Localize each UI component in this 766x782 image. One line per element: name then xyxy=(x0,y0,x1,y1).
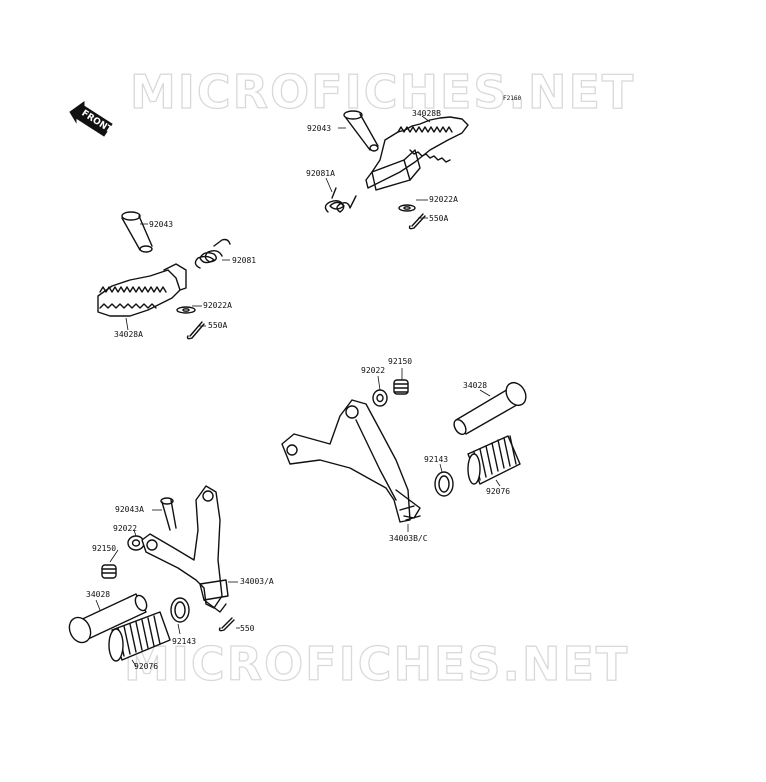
pin-92043a xyxy=(160,497,177,531)
label-34028b: 34028B xyxy=(412,109,441,118)
plug-92150-left xyxy=(101,564,117,579)
pin-92043-top xyxy=(343,110,379,152)
bracket-34003a-assembly xyxy=(68,485,240,667)
washer-92143-left xyxy=(170,597,190,623)
label-92150-left: 92150 xyxy=(92,544,116,553)
plug-92150-right xyxy=(393,379,409,395)
label-92081a: 92081A xyxy=(306,169,335,178)
label-92043-top: 92043 xyxy=(307,124,331,133)
label-92081: 92081 xyxy=(232,256,256,265)
label-92076-left: 92076 xyxy=(134,662,158,671)
label-92143-right: 92143 xyxy=(424,455,448,464)
label-34028a: 34028A xyxy=(114,330,143,339)
pin-92043-left xyxy=(121,211,153,253)
washer-92143-right xyxy=(434,471,454,497)
label-34028-left: 34028 xyxy=(86,590,110,599)
washer-92022a-left xyxy=(176,306,196,314)
spring-92081a xyxy=(324,187,357,213)
footpeg-rubber-34028-left xyxy=(68,593,148,644)
label-92022-right: 92022 xyxy=(361,366,385,375)
cotter-pin-550a-top xyxy=(408,213,426,230)
label-34028-right: 34028 xyxy=(463,381,487,390)
bracket-34003a xyxy=(141,485,229,613)
front-arrow-icon: FRONT xyxy=(69,101,114,137)
washer-92022-right xyxy=(372,389,388,407)
washer-92022-left xyxy=(127,535,145,551)
label-34003a: 34003/A xyxy=(240,577,274,586)
footpeg-34028b xyxy=(365,116,469,191)
footpeg-34028a-assembly xyxy=(97,211,231,340)
cotter-pin-550a-left xyxy=(186,321,205,340)
footpeg-34028b-assembly xyxy=(324,110,469,230)
label-92022-left: 92022 xyxy=(113,524,137,533)
label-550: 550 xyxy=(240,624,255,633)
label-550a-left: 550A xyxy=(208,321,227,330)
label-92043a: 92043A xyxy=(115,505,144,514)
watermark-top: MICROFICHES.NET xyxy=(130,65,635,119)
label-92076-right: 92076 xyxy=(486,487,510,496)
watermark-bottom: MICROFICHES.NET xyxy=(124,637,629,691)
label-550a-top: 550A xyxy=(429,214,448,223)
label-92022a-left: 92022A xyxy=(203,301,232,310)
label-92022a-top: 92022A xyxy=(429,195,458,204)
label-92150-right: 92150 xyxy=(388,357,412,366)
label-34003bc: 34003B/C xyxy=(389,534,428,543)
cotter-pin-550 xyxy=(218,617,235,632)
bracket-34003bc xyxy=(281,399,421,523)
footpeg-rubber-34028-right xyxy=(453,381,527,436)
diagram-code: F2160 xyxy=(503,95,521,102)
grip-92076-right xyxy=(467,435,521,485)
label-92043-left: 92043 xyxy=(149,220,173,229)
label-92143-left: 92143 xyxy=(172,637,196,646)
bracket-34003bc-assembly xyxy=(281,368,527,532)
grip-92076-left xyxy=(108,611,171,662)
footpeg-34028a xyxy=(97,263,187,317)
spring-92081 xyxy=(194,238,231,269)
washer-92022a-top xyxy=(398,204,416,212)
